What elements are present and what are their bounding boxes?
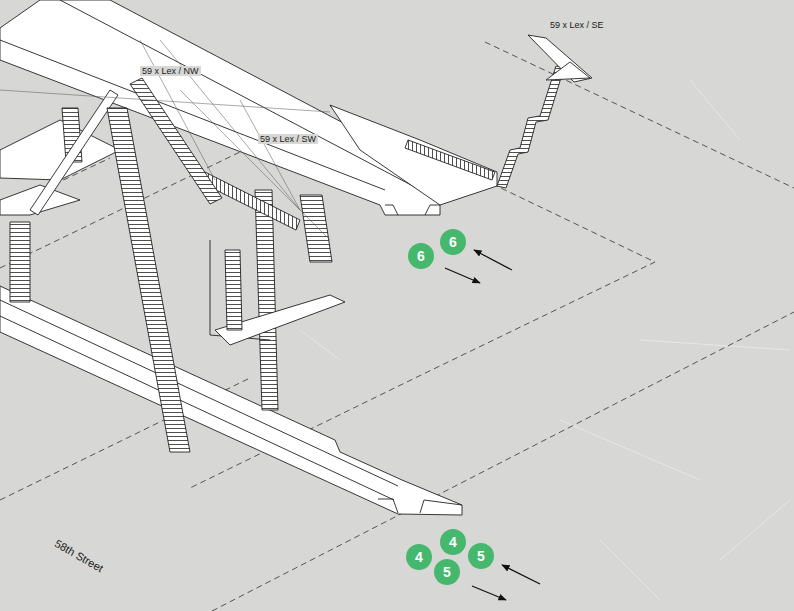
entrance-label: 59 x Lex / SW	[258, 134, 318, 144]
route-bullet: 5	[468, 543, 494, 569]
street-outline	[0, 42, 794, 611]
paper-scratches	[300, 80, 790, 600]
route-bullet: 6	[408, 243, 434, 269]
route-number: 5	[443, 565, 451, 579]
route-number: 4	[449, 535, 457, 549]
route-number: 5	[477, 549, 485, 563]
entrance-label: 59 x Lex / SE	[548, 20, 606, 30]
route-number: 6	[449, 235, 457, 249]
entrance-label: 59 x Lex / NW	[140, 66, 201, 76]
station-structure	[0, 0, 592, 515]
route-number: 4	[415, 550, 423, 564]
route-bullet: 4	[406, 544, 432, 570]
route-number: 6	[417, 249, 425, 263]
route-bullet: 4	[440, 529, 466, 555]
projection-lines	[0, 40, 330, 240]
route-bullet: 5	[434, 559, 460, 585]
route-bullet: 6	[440, 229, 466, 255]
